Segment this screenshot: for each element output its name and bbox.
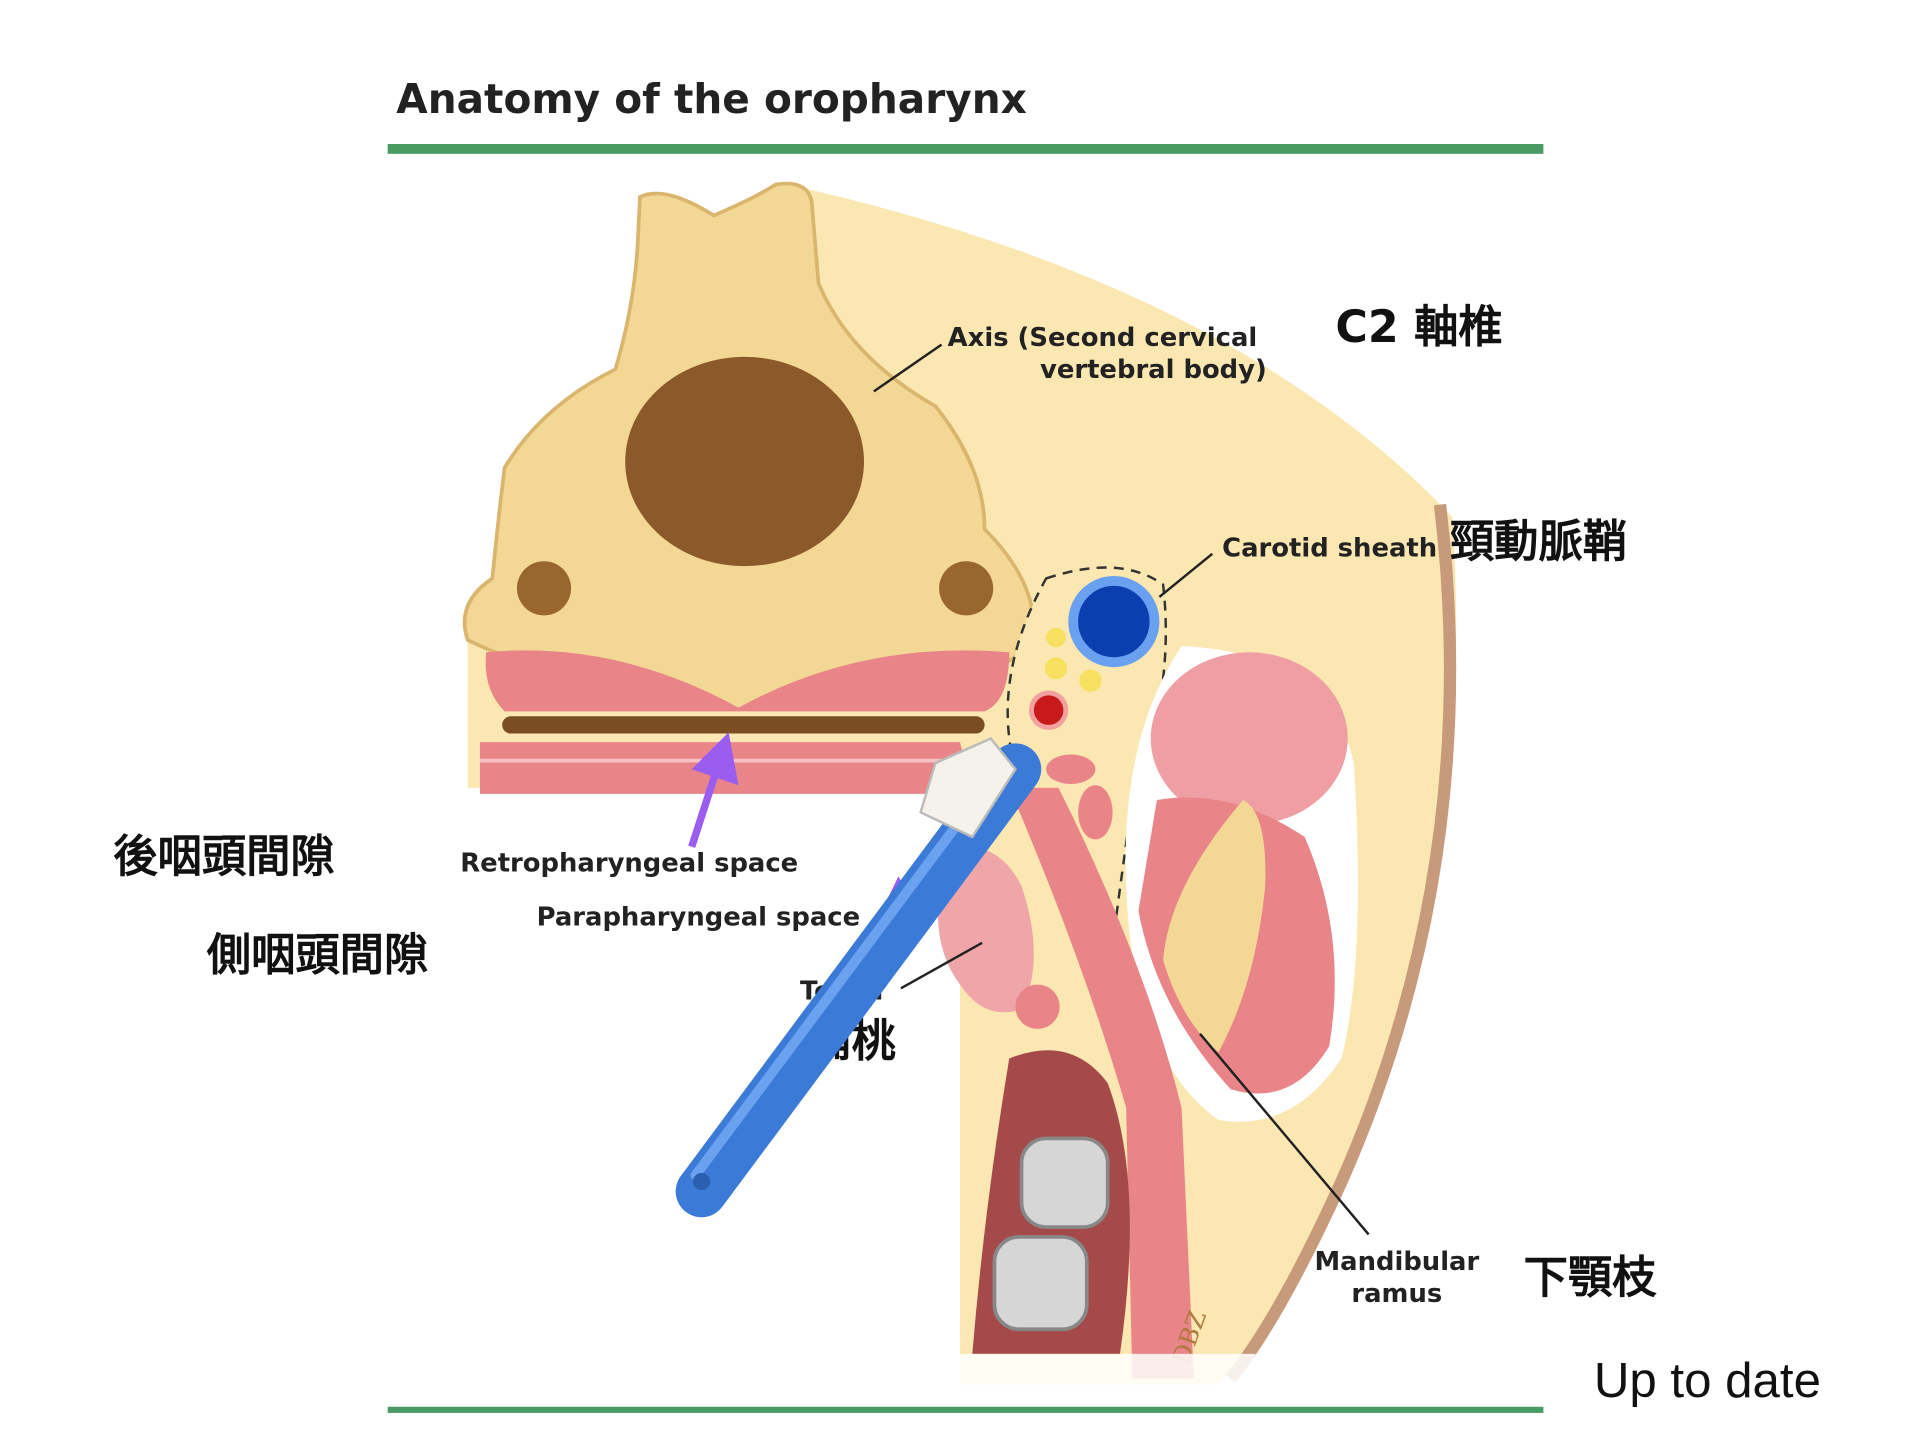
retropharyngeal-fascia bbox=[502, 716, 985, 734]
parotid-gland bbox=[1150, 652, 1348, 825]
annotation-c2: C2 軸椎 bbox=[1335, 302, 1502, 353]
spinal-canal bbox=[625, 356, 864, 567]
label-parapharyngeal: Parapharyngeal space bbox=[537, 903, 861, 933]
source-label: Up to date bbox=[1594, 1353, 1821, 1408]
label-mandibular-2: ramus bbox=[1351, 1279, 1442, 1309]
nerve bbox=[1044, 657, 1068, 680]
leader-line bbox=[900, 941, 983, 990]
nerve bbox=[1046, 627, 1066, 648]
label-axis-2: vertebral body) bbox=[1040, 355, 1267, 385]
tonsil-lower bbox=[1015, 984, 1060, 1029]
top-divider bbox=[387, 144, 1544, 154]
annotation-retropharyngeal: 後咽頭間隙 bbox=[113, 831, 335, 882]
molar-tooth bbox=[992, 1235, 1089, 1332]
internal-jugular-vein bbox=[1068, 576, 1160, 668]
annotation-mandible: 下顎枝 bbox=[1524, 1252, 1658, 1303]
muscle bbox=[1046, 754, 1096, 784]
muscle bbox=[1078, 785, 1113, 840]
label-mandibular-1: Mandibular bbox=[1314, 1247, 1479, 1277]
pharyngeal-constrictor bbox=[1009, 787, 1194, 1379]
skin-edge bbox=[1225, 503, 1457, 1383]
tonsil bbox=[937, 846, 1034, 1013]
foramen-right bbox=[939, 561, 994, 616]
fade-mask bbox=[960, 1353, 1256, 1410]
leader-line bbox=[1158, 552, 1214, 598]
leader-line bbox=[873, 343, 943, 393]
nerve bbox=[1079, 669, 1102, 692]
arrow-icon bbox=[688, 732, 739, 848]
diagram-title: Anatomy of the oropharynx bbox=[396, 75, 1026, 123]
carotid-artery bbox=[1028, 690, 1069, 730]
label-carotid-sheath: Carotid sheath bbox=[1222, 533, 1437, 563]
leader-line bbox=[1199, 1033, 1370, 1236]
molar-tooth bbox=[1019, 1136, 1110, 1229]
label-retropharyngeal: Retropharyngeal space bbox=[460, 848, 798, 878]
toothbrush-icon bbox=[675, 736, 1042, 1218]
annotation-carotid: 頸動脈鞘 bbox=[1450, 516, 1627, 567]
foramen-left bbox=[516, 561, 572, 616]
annotation-parapharyngeal: 側咽頭間隙 bbox=[206, 930, 428, 981]
prevertebral-muscle bbox=[485, 650, 1010, 712]
label-axis-1: Axis (Second cervical bbox=[948, 323, 1258, 353]
mandibular-ramus bbox=[1163, 800, 1266, 1053]
bottom-divider bbox=[387, 1406, 1544, 1413]
